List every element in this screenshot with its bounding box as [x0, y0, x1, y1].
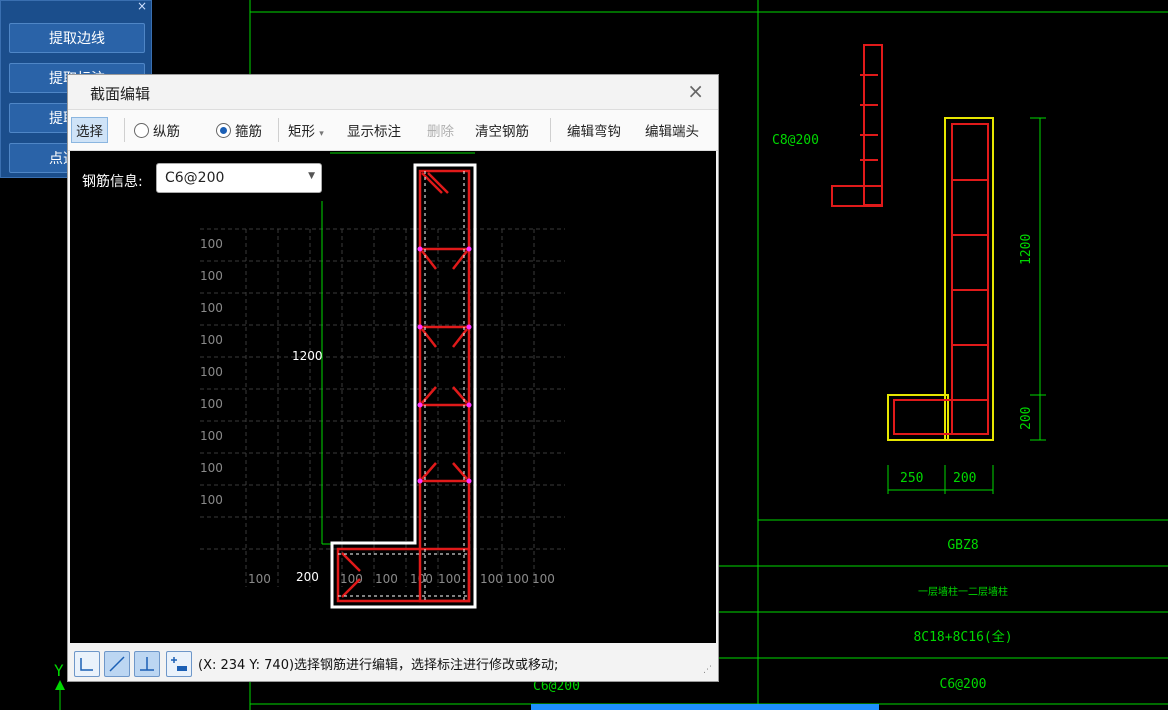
dialog-titlebar[interactable]: 截面编辑 ×: [68, 75, 718, 109]
cad-dim-250: 250: [900, 471, 923, 486]
delete-button[interactable]: 删除: [427, 124, 454, 140]
bottom-highlight-bar: [531, 704, 879, 710]
cad-dim-1200: 1200: [1019, 234, 1034, 265]
cad-table-floor: 一层墙柱一二层墙柱: [918, 585, 1008, 598]
rebar-info-select[interactable]: C6@200 ▼: [156, 163, 322, 193]
svg-text:100: 100: [200, 429, 223, 443]
add-dimension-icon[interactable]: [166, 651, 192, 677]
svg-text:100: 100: [200, 269, 223, 283]
dialog-title: 截面编辑: [90, 85, 151, 103]
edit-end-button[interactable]: 编辑端头: [645, 124, 699, 140]
section-outline[interactable]: [330, 163, 477, 609]
section-edit-dialog: 截面编辑 × 选择 纵筋 箍筋 矩形 ▾ 显示标注 删除 清空钢筋 编辑弯钩 编…: [67, 74, 719, 682]
rebar-info-value: C6@200: [165, 170, 225, 186]
svg-text:100: 100: [506, 572, 529, 586]
svg-text:100: 100: [200, 333, 223, 347]
dim-200-label[interactable]: 200: [296, 570, 319, 584]
status-bar: (X: 234 Y: 740)选择钢筋进行编辑，选择标注进行修改或移动; ⋰: [70, 645, 716, 679]
shape-dropdown[interactable]: 矩形 ▾: [288, 120, 324, 140]
clear-rebar-button[interactable]: 清空钢筋: [475, 124, 529, 140]
svg-text:100: 100: [200, 493, 223, 507]
status-text: (X: 234 Y: 740)选择钢筋进行编辑，选择标注进行修改或移动;: [198, 658, 559, 673]
dialog-close-icon[interactable]: ×: [687, 79, 704, 103]
svg-text:100: 100: [200, 237, 223, 251]
svg-text:100: 100: [200, 365, 223, 379]
edit-hook-button[interactable]: 编辑弯钩: [567, 124, 621, 140]
longitudinal-radio[interactable]: 纵筋: [134, 120, 180, 140]
svg-text:100: 100: [532, 572, 555, 586]
cad-table-longbar: 8C18+8C16(全): [913, 629, 1012, 645]
toolbar-separator: [278, 118, 279, 142]
dim-1200-label[interactable]: 1200: [292, 349, 323, 363]
chevron-down-icon: ▼: [308, 171, 315, 181]
cad-dim-200b: 200: [953, 471, 976, 486]
shape-arrow-icon: ▾: [319, 129, 324, 139]
rebar-info-label: 钢筋信息:: [82, 174, 143, 190]
perpendicular-icon[interactable]: [134, 651, 160, 677]
longitudinal-label: 纵筋: [153, 124, 180, 140]
svg-text:100: 100: [200, 461, 223, 475]
panel-close-icon[interactable]: ×: [136, 0, 147, 13]
svg-text:100: 100: [480, 572, 503, 586]
diagonal-snap-icon[interactable]: [104, 651, 130, 677]
svg-text:100: 100: [200, 397, 223, 411]
toolbar-separator: [550, 118, 551, 142]
dialog-toolbar: 选择 纵筋 箍筋 矩形 ▾ 显示标注 删除 清空钢筋 编辑弯钩 编辑端头: [68, 109, 718, 151]
resize-grip-icon[interactable]: ⋰: [703, 665, 712, 675]
radio-off-icon: [134, 123, 149, 138]
svg-text:100: 100: [248, 572, 271, 586]
cad-behind-text: C6@200: [533, 679, 580, 694]
stirrup-radio[interactable]: 箍筋: [216, 120, 262, 140]
rebar-points[interactable]: [417, 246, 472, 484]
svg-text:100: 100: [375, 572, 398, 586]
ortho-corner-icon[interactable]: [74, 651, 100, 677]
radio-on-icon: [216, 123, 231, 138]
cad-table-stirrup: C6@200: [940, 677, 987, 692]
svg-text:100: 100: [200, 301, 223, 315]
svg-text:100: 100: [438, 572, 461, 586]
select-tool-button[interactable]: 选择: [71, 117, 108, 143]
shape-label: 矩形: [288, 124, 315, 140]
cad-table-name: GBZ8: [947, 538, 978, 553]
cad-rebar-label: C8@200: [772, 133, 819, 148]
axis-y-label: Y: [54, 661, 64, 680]
cad-dim-200: 200: [1019, 407, 1034, 430]
svg-text:100: 100: [410, 572, 433, 586]
toolbar-separator: [124, 118, 125, 142]
stirrup-rebars[interactable]: [336, 169, 471, 603]
show-dims-button[interactable]: 显示标注: [347, 124, 401, 140]
stirrup-label: 箍筋: [235, 124, 262, 140]
extract-edge-button[interactable]: 提取边线: [9, 23, 145, 53]
